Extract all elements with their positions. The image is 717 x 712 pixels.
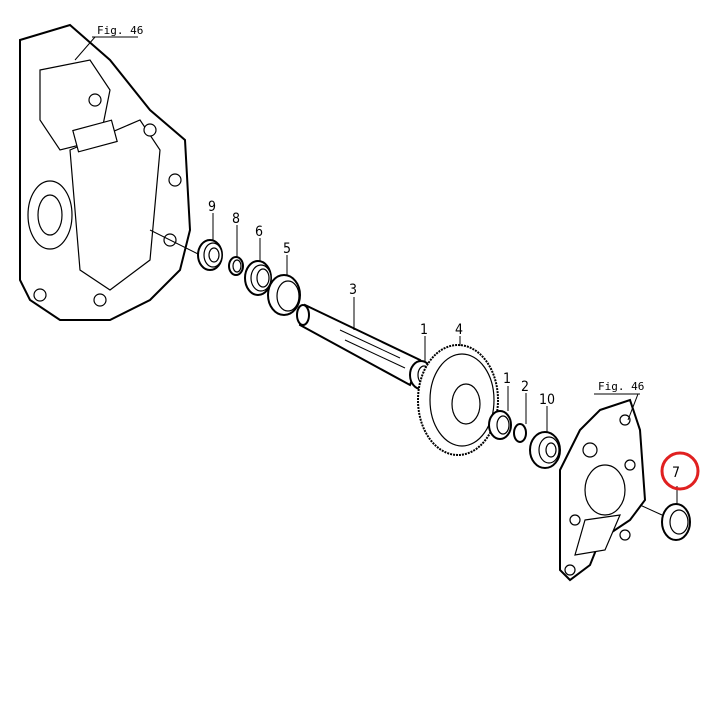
- callout-2[interactable]: 2: [521, 379, 529, 395]
- callout-1-second[interactable]: 1: [503, 371, 511, 387]
- callout-10[interactable]: 10: [539, 392, 555, 408]
- transmission-case: [19, 23, 201, 321]
- callout-5[interactable]: 5: [283, 241, 291, 257]
- part-4-gear[interactable]: [417, 344, 499, 456]
- callout-1[interactable]: 1: [420, 322, 428, 338]
- part-5-collar[interactable]: [267, 274, 301, 316]
- callout-3[interactable]: 3: [349, 282, 357, 298]
- gear-case-cover: [559, 398, 647, 582]
- figure-ref-cover[interactable]: Fig. 46: [598, 380, 644, 393]
- callout-8[interactable]: 8: [232, 211, 240, 227]
- part-6-bearing[interactable]: [244, 260, 272, 296]
- part-10-bearing[interactable]: [529, 431, 561, 469]
- part-7-oil-seal[interactable]: [639, 503, 691, 541]
- part-2-snap-ring[interactable]: [513, 423, 527, 443]
- callout-6[interactable]: 6: [255, 224, 263, 240]
- part-9-bearing[interactable]: [197, 239, 223, 271]
- figure-ref-top[interactable]: Fig. 46: [97, 24, 143, 37]
- part-8-ring[interactable]: [228, 256, 244, 276]
- callout-9[interactable]: 9: [208, 199, 216, 215]
- part-3-shaft[interactable]: [296, 303, 422, 387]
- callout-7[interactable]: 7: [672, 465, 680, 481]
- callout-4[interactable]: 4: [455, 322, 463, 338]
- part-1-needle-bearing-2[interactable]: [488, 410, 512, 440]
- highlight-circle: [660, 451, 700, 491]
